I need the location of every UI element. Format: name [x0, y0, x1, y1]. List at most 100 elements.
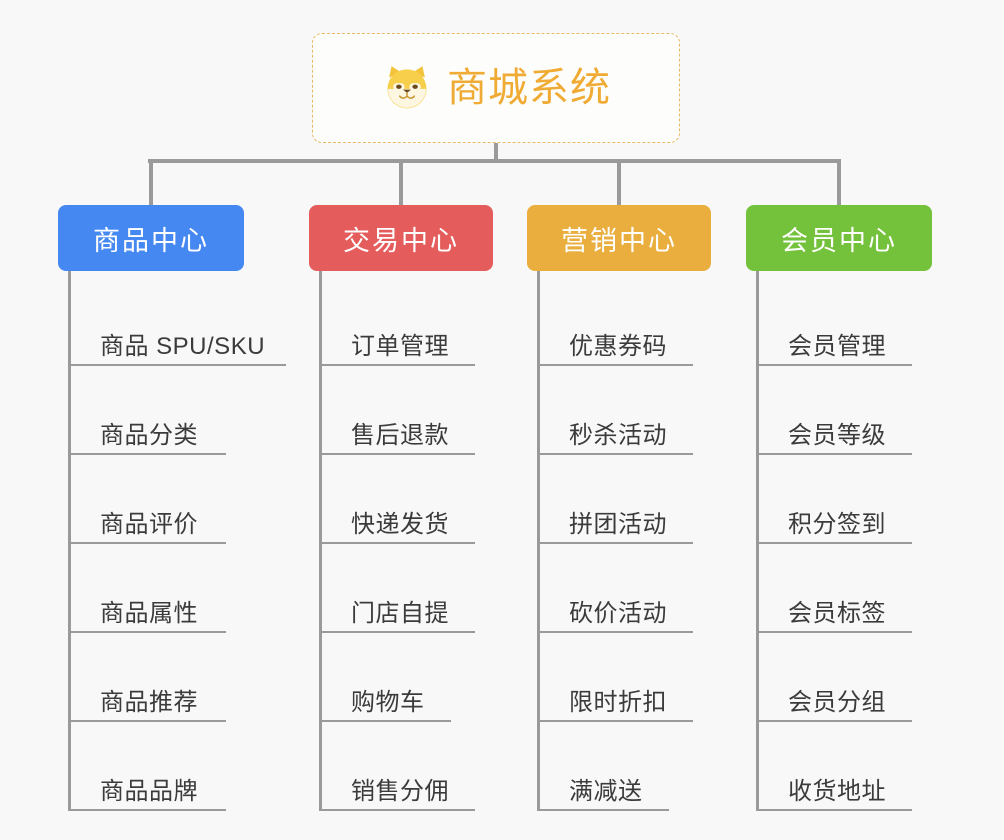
leaf-item[interactable]: 商品品牌	[58, 722, 265, 811]
leaf-underline	[756, 809, 912, 811]
shiba-dog-face-icon	[381, 62, 433, 114]
leaf-underline	[68, 720, 226, 722]
branch-spine	[537, 271, 540, 811]
leaf-underline	[319, 720, 451, 722]
leaf-underline	[537, 364, 693, 366]
branch-spine	[756, 271, 759, 811]
leaf-item[interactable]: 商品评价	[58, 455, 265, 544]
leaf-item[interactable]: 限时折扣	[527, 633, 711, 722]
leaf-item[interactable]: 积分签到	[746, 455, 932, 544]
leaf-underline	[68, 542, 226, 544]
leaf-underline	[68, 364, 286, 366]
leaf-item[interactable]: 商品 SPU/SKU	[58, 277, 286, 366]
leaf-underline	[537, 631, 693, 633]
leaf-item[interactable]: 订单管理	[309, 277, 493, 366]
leaf-item[interactable]: 收货地址	[746, 722, 932, 811]
leaf-underline	[756, 364, 912, 366]
leaf-item[interactable]: 销售分佣	[309, 722, 493, 811]
leaf-underline	[537, 542, 693, 544]
leaf-underline	[319, 453, 475, 455]
leaf-item[interactable]: 商品推荐	[58, 633, 265, 722]
leaf-item[interactable]: 售后退款	[309, 366, 493, 455]
leaf-label: 满减送	[569, 777, 643, 805]
leaf-label: 拼团活动	[569, 510, 667, 538]
leaf-underline	[537, 453, 693, 455]
branch-member-center: 会员中心会员管理会员等级积分签到会员标签会员分组收货地址	[746, 205, 932, 811]
leaf-label: 会员管理	[788, 332, 886, 360]
leaf-item[interactable]: 门店自提	[309, 544, 493, 633]
branch-trade-center: 交易中心订单管理售后退款快递发货门店自提购物车销售分佣	[309, 205, 493, 811]
category-node-trade-center[interactable]: 交易中心	[309, 205, 493, 271]
category-node-marketing-center[interactable]: 营销中心	[527, 205, 711, 271]
leaf-item[interactable]: 快递发货	[309, 455, 493, 544]
connector-drop-member	[837, 159, 841, 207]
leaf-underline	[319, 364, 475, 366]
leaf-label: 优惠券码	[569, 332, 667, 360]
connector-root-stem	[494, 143, 498, 162]
leaf-item[interactable]: 会员标签	[746, 544, 932, 633]
connector-drop-product	[149, 159, 153, 207]
branch-product-center: 商品中心商品 SPU/SKU 商品分类商品评价商品属性商品推荐商品品牌	[58, 205, 286, 811]
leaf-label: 销售分佣	[351, 777, 449, 805]
leaf-item[interactable]: 会员等级	[746, 366, 932, 455]
leaf-label: 商品 SPU/SKU	[100, 332, 266, 360]
root-title: 商城系统	[447, 66, 611, 110]
category-label: 商品中心	[93, 225, 209, 256]
category-label: 营销中心	[561, 225, 677, 256]
leaf-label: 售后退款	[351, 421, 449, 449]
leaf-label: 砍价活动	[569, 599, 667, 627]
category-label: 会员中心	[781, 225, 897, 256]
root-node[interactable]: 商城系统	[312, 33, 680, 143]
leaf-label: 会员等级	[788, 421, 886, 449]
leaf-underline	[537, 720, 693, 722]
leaf-label: 商品品牌	[100, 777, 198, 805]
leaf-list: 商品 SPU/SKU 商品分类商品评价商品属性商品推荐商品品牌	[58, 271, 286, 811]
leaf-underline	[319, 542, 475, 544]
leaf-label: 限时折扣	[569, 688, 667, 716]
leaf-label: 购物车	[351, 688, 425, 716]
leaf-label: 商品推荐	[100, 688, 198, 716]
leaf-label: 会员标签	[788, 599, 886, 627]
leaf-item[interactable]: 商品分类	[58, 366, 265, 455]
leaf-label: 收货地址	[788, 777, 886, 805]
leaf-label: 积分签到	[788, 510, 886, 538]
leaf-underline	[756, 542, 912, 544]
leaf-item[interactable]: 购物车	[309, 633, 493, 722]
leaf-underline	[756, 631, 912, 633]
leaf-item[interactable]: 优惠券码	[527, 277, 711, 366]
leaf-item[interactable]: 拼团活动	[527, 455, 711, 544]
leaf-underline	[68, 631, 226, 633]
leaf-item[interactable]: 砍价活动	[527, 544, 711, 633]
category-node-product-center[interactable]: 商品中心	[58, 205, 244, 271]
leaf-label: 门店自提	[351, 599, 449, 627]
leaf-label: 会员分组	[788, 688, 886, 716]
leaf-label: 商品属性	[100, 599, 198, 627]
leaf-item[interactable]: 会员管理	[746, 277, 932, 366]
leaf-underline	[756, 720, 912, 722]
branch-marketing-center: 营销中心优惠券码秒杀活动拼团活动砍价活动限时折扣满减送	[527, 205, 711, 811]
leaf-underline	[319, 809, 475, 811]
leaf-item[interactable]: 满减送	[527, 722, 711, 811]
branch-spine	[319, 271, 322, 811]
category-node-member-center[interactable]: 会员中心	[746, 205, 932, 271]
connector-drop-marketing	[617, 159, 621, 207]
leaf-label: 商品评价	[100, 510, 198, 538]
leaf-item[interactable]: 商品属性	[58, 544, 265, 633]
branch-spine	[68, 271, 71, 811]
leaf-underline	[68, 453, 226, 455]
leaf-label: 秒杀活动	[569, 421, 667, 449]
leaf-list: 订单管理售后退款快递发货门店自提购物车销售分佣	[309, 271, 493, 811]
leaf-underline	[319, 631, 475, 633]
leaf-item[interactable]: 会员分组	[746, 633, 932, 722]
leaf-label: 快递发货	[351, 510, 449, 538]
leaf-item[interactable]: 秒杀活动	[527, 366, 711, 455]
connector-drop-trade	[399, 159, 403, 207]
leaf-label: 订单管理	[351, 332, 449, 360]
leaf-list: 优惠券码秒杀活动拼团活动砍价活动限时折扣满减送	[527, 271, 711, 811]
connector-horizontal-bus	[148, 159, 840, 163]
leaf-list: 会员管理会员等级积分签到会员标签会员分组收货地址	[746, 271, 932, 811]
leaf-label: 商品分类	[100, 421, 198, 449]
leaf-underline	[756, 453, 912, 455]
category-label: 交易中心	[343, 225, 459, 256]
